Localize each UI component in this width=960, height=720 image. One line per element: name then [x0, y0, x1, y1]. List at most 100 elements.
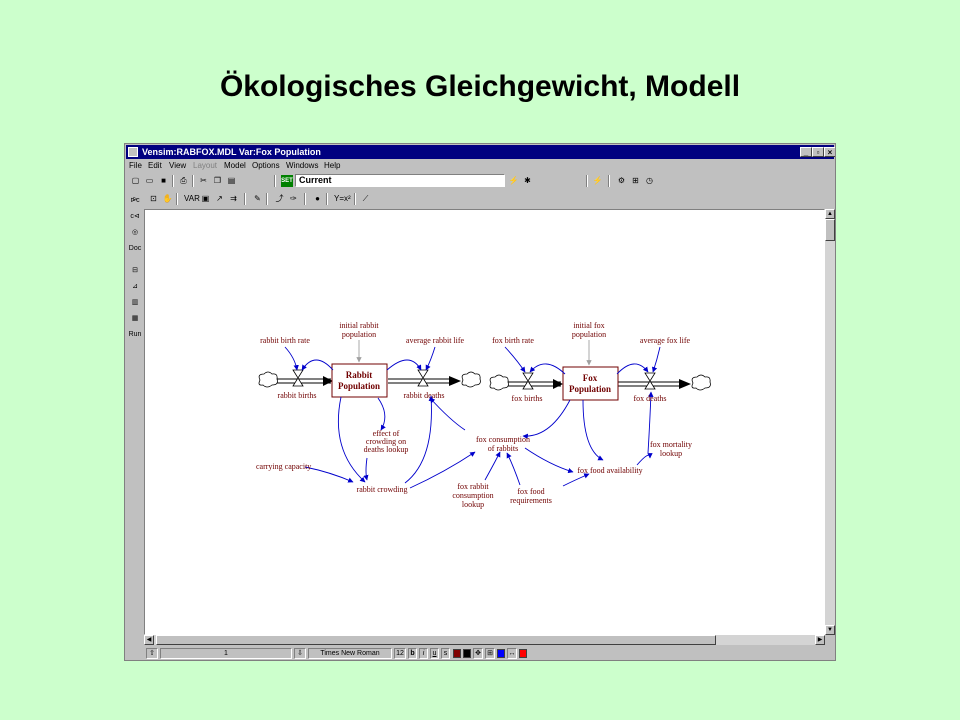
- label-fox-mortality-lookup-2[interactable]: lookup: [660, 449, 682, 458]
- uses-tree-tool-icon[interactable]: c⊲: [130, 213, 140, 220]
- menu-model[interactable]: Model: [224, 161, 246, 170]
- simulate-icon[interactable]: ⚡: [508, 176, 519, 185]
- label-average-fox-life[interactable]: average fox life: [640, 336, 691, 345]
- stock-fox-population[interactable]: Fox Population: [562, 366, 619, 401]
- rabbit-deaths-valve[interactable]: [417, 369, 429, 387]
- scroll-right-icon[interactable]: ▶: [815, 635, 825, 645]
- label-rabbit-deaths[interactable]: rabbit deaths: [403, 391, 444, 400]
- label-effect-of-crowding-3[interactable]: deaths lookup: [364, 445, 409, 454]
- runs-compare-tool[interactable]: Run: [128, 331, 142, 338]
- fill-color-red[interactable]: [519, 649, 527, 658]
- window-titlebar[interactable]: Vensim:RABFOX.MDL Var:Fox Population _ ▫…: [126, 145, 835, 159]
- label-initial-rabbit-population-1[interactable]: initial rabbit: [339, 321, 379, 330]
- vertical-scrollbar[interactable]: ▲ ▼: [825, 209, 835, 635]
- new-file-icon[interactable]: ▢: [131, 176, 140, 185]
- paste-icon[interactable]: ▤: [227, 176, 236, 185]
- horizontal-scrollbar[interactable]: ◀ ▶: [144, 635, 825, 645]
- scroll-left-icon[interactable]: ◀: [144, 635, 154, 645]
- vertical-scroll-thumb[interactable]: [825, 219, 835, 241]
- maximize-button[interactable]: ▫: [812, 147, 824, 157]
- causes-tree-icon[interactable]: ▹: [133, 194, 138, 203]
- move-icon[interactable]: ✥: [473, 648, 483, 659]
- reference-mode-icon[interactable]: ⟋: [362, 194, 369, 203]
- stock-rabbit-population[interactable]: Rabbit Population: [331, 363, 388, 398]
- label-fox-mortality-lookup-1[interactable]: fox mortality: [650, 440, 692, 449]
- label-fox-birth-rate[interactable]: fox birth rate: [492, 336, 534, 345]
- label-initial-fox-population-2[interactable]: population: [572, 330, 606, 339]
- graph-tool-icon[interactable]: ⊿: [132, 283, 138, 290]
- arrow-style-icon[interactable]: ↔: [507, 648, 517, 659]
- bold-button[interactable]: b: [408, 648, 417, 659]
- variable-icon[interactable]: VAR: [184, 194, 200, 203]
- causes-strip-icon[interactable]: ⊟: [132, 267, 138, 274]
- label-fox-food-requirements-2[interactable]: requirements: [510, 496, 552, 505]
- minimize-button[interactable]: _: [800, 147, 812, 157]
- set-icon[interactable]: SET: [281, 175, 293, 187]
- causes-tree-tool-icon[interactable]: ⊳c: [130, 197, 140, 204]
- horizontal-scroll-thumb[interactable]: [156, 635, 716, 645]
- table-time-down-icon[interactable]: ▦: [131, 315, 139, 322]
- sensitivity-icon[interactable]: ⚙: [617, 176, 626, 185]
- table-tool-icon[interactable]: ▥: [131, 299, 139, 306]
- menu-edit[interactable]: Edit: [148, 161, 162, 170]
- view-number[interactable]: 1: [160, 648, 292, 659]
- label-initial-rabbit-population-2[interactable]: population: [342, 330, 376, 339]
- label-fox-consumption-2[interactable]: of rabbits: [488, 444, 518, 453]
- save-icon[interactable]: ■: [161, 176, 166, 185]
- print-icon[interactable]: ⎙: [180, 176, 187, 185]
- arrow-icon[interactable]: ↗: [216, 194, 223, 203]
- rate-icon[interactable]: ⇉: [230, 194, 237, 203]
- label-effect-of-crowding-1[interactable]: effect of: [373, 429, 400, 438]
- cut-icon[interactable]: ✂: [200, 176, 207, 185]
- timer-icon[interactable]: ◷: [646, 176, 653, 185]
- label-rabbit-birth-rate[interactable]: rabbit birth rate: [260, 336, 310, 345]
- reality-check-icon[interactable]: ⊞: [632, 176, 639, 185]
- document-tool[interactable]: Doc: [128, 245, 142, 252]
- synthesim-icon[interactable]: ✱: [524, 176, 531, 185]
- close-button[interactable]: ×: [824, 147, 835, 157]
- select-icon[interactable]: ⊞: [485, 648, 495, 659]
- label-rabbit-births[interactable]: rabbit births: [278, 391, 317, 400]
- label-carrying-capacity[interactable]: carrying capacity: [256, 462, 311, 471]
- label-fox-rabbit-consumption-lookup-2[interactable]: consumption: [452, 491, 493, 500]
- label-fox-food-requirements-1[interactable]: fox food: [517, 487, 544, 496]
- copy-icon[interactable]: ❐: [213, 176, 222, 185]
- menu-layout[interactable]: Layout: [193, 161, 218, 170]
- underline-button[interactable]: u: [430, 648, 439, 659]
- text-color-dark-red[interactable]: [453, 649, 461, 658]
- label-fox-deaths[interactable]: fox deaths: [633, 394, 666, 403]
- fox-births-valve[interactable]: [522, 372, 534, 390]
- label-rabbit-crowding[interactable]: rabbit crowding: [357, 485, 408, 494]
- label-fox-consumption-1[interactable]: fox consumption: [476, 435, 530, 444]
- scroll-down-icon[interactable]: ▼: [825, 625, 835, 635]
- equations-icon[interactable]: Y=x²: [334, 194, 351, 203]
- scroll-up-icon[interactable]: ▲: [825, 209, 835, 219]
- label-fox-rabbit-consumption-lookup-3[interactable]: lookup: [462, 500, 484, 509]
- font-name[interactable]: Times New Roman: [308, 648, 392, 659]
- text-color-black[interactable]: [463, 649, 471, 658]
- view-down-icon[interactable]: ⇩: [294, 648, 306, 659]
- run-name-input[interactable]: Current: [295, 174, 505, 187]
- shadow-variable-icon[interactable]: ✎: [254, 194, 261, 203]
- delete-icon[interactable]: ●: [315, 194, 320, 203]
- menu-help[interactable]: Help: [324, 161, 341, 170]
- fox-deaths-valve[interactable]: [644, 372, 656, 390]
- label-initial-fox-population-1[interactable]: initial fox: [573, 321, 604, 330]
- label-fox-births[interactable]: fox births: [512, 394, 543, 403]
- open-folder-icon[interactable]: ▭: [145, 176, 154, 185]
- box-variable-icon[interactable]: ▣: [201, 194, 210, 203]
- menu-windows[interactable]: Windows: [286, 161, 319, 170]
- move-hand-icon[interactable]: ✋: [162, 194, 173, 203]
- strike-button[interactable]: s: [441, 648, 450, 659]
- input-output-icon[interactable]: ⤴: [275, 194, 284, 203]
- menu-view[interactable]: View: [169, 161, 187, 170]
- loops-tool-icon[interactable]: ◎: [131, 229, 139, 236]
- label-average-rabbit-life[interactable]: average rabbit life: [406, 336, 465, 345]
- label-effect-of-crowding-2[interactable]: crowding on: [366, 437, 406, 446]
- line-color-blue[interactable]: [497, 649, 505, 658]
- view-up-icon[interactable]: ⇧: [146, 648, 158, 659]
- label-fox-food-availability[interactable]: fox food availability: [577, 466, 642, 475]
- sketch-canvas[interactable]: Rabbit Population: [144, 209, 825, 635]
- menu-file[interactable]: File: [129, 161, 142, 170]
- comment-icon[interactable]: ✑: [290, 194, 297, 203]
